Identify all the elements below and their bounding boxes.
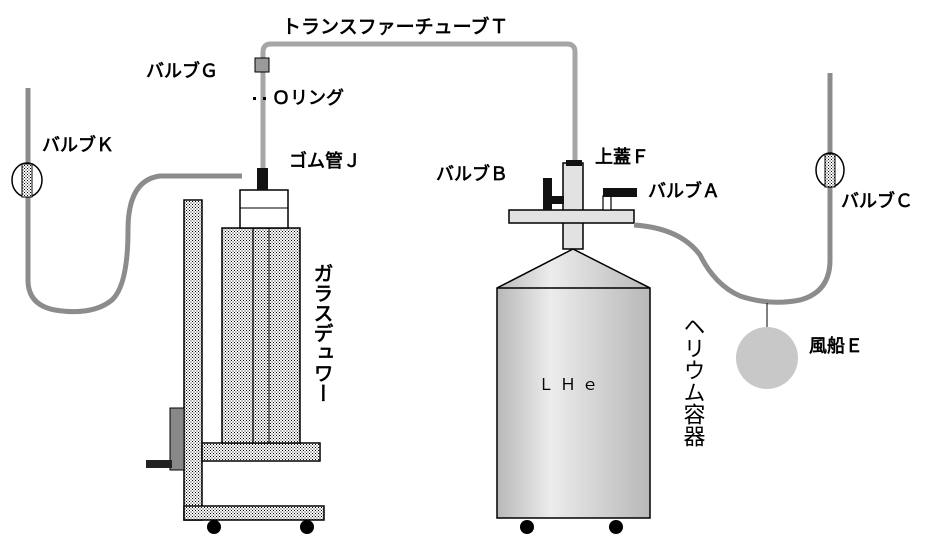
stand-wheel-left — [207, 520, 221, 534]
label-o-ring: Ｏリング — [272, 87, 344, 109]
label-lhe: ＬＨｅ — [538, 375, 604, 394]
label-helium-vessel: ヘリウム容器 — [680, 315, 706, 447]
stand-base — [183, 505, 325, 521]
helium-vessel-body — [496, 248, 651, 519]
label-valve-c: バルブＣ — [841, 190, 913, 212]
stand-crank — [169, 407, 185, 471]
transfer-inlet-tip — [566, 160, 582, 166]
left-hose — [25, 88, 242, 315]
label-valve-k: バルブＫ — [42, 134, 114, 156]
label-valve-b: バルブＢ — [436, 163, 508, 185]
rubber-tube-j — [257, 168, 268, 190]
valve-a-stem — [602, 195, 612, 211]
right-hose — [633, 73, 833, 305]
stand-crank-handle — [146, 460, 172, 468]
valve-b-body — [543, 178, 552, 210]
vessel-wheel-left — [520, 520, 534, 534]
transfer-tube — [260, 41, 578, 170]
helium-neck — [562, 162, 584, 250]
label-valve-g: バルブＧ — [146, 60, 218, 82]
stand-wheel-right — [300, 520, 314, 534]
valve-g-icon — [254, 57, 270, 73]
valve-b-handle — [552, 196, 564, 204]
o-ring-mark-left — [253, 97, 256, 100]
valve-k-icon — [11, 162, 43, 198]
label-glass-dewar: ガラスデュワー — [310, 263, 334, 403]
stand-post — [183, 199, 203, 521]
valve-c-icon — [815, 152, 845, 188]
label-balloon: 風船Ｅ — [809, 335, 863, 357]
label-rubber-tube: ゴム管Ｊ — [289, 150, 361, 172]
dewar-top-cap — [239, 189, 289, 229]
top-lid-f — [508, 209, 635, 224]
balloon-e-icon — [736, 327, 798, 389]
valve-a-handle — [603, 188, 637, 197]
label-top-lid: 上蓋Ｆ — [595, 146, 649, 168]
label-valve-a: バルブＡ — [648, 180, 720, 202]
glass-dewar-body — [221, 227, 301, 444]
stand-shelf — [201, 442, 321, 462]
vessel-wheel-right — [609, 520, 623, 534]
label-transfer-tube: トランスファーチューブＴ — [282, 15, 508, 38]
o-ring-mark-right — [263, 97, 266, 100]
